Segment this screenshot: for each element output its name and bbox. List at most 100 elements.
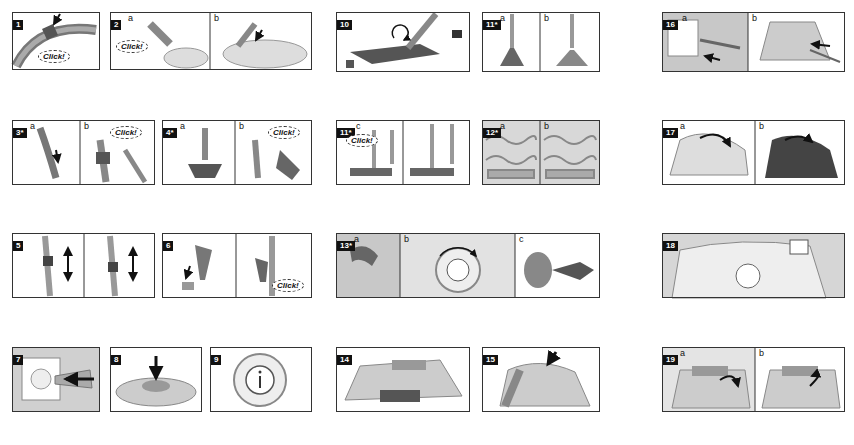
illustration-part (255, 140, 258, 178)
click-callout: Click! (268, 126, 300, 139)
step-number: 11* (483, 20, 501, 30)
divider (80, 12, 755, 412)
illustration-part (223, 40, 307, 68)
step-number: 17 (663, 128, 678, 138)
telescopic-tube-drawing (43, 236, 133, 296)
click-callout: Click! (346, 134, 378, 147)
illustration-part (80, 120, 81, 185)
illustration-part (380, 390, 420, 402)
illustration-part (142, 380, 170, 392)
step-number: 6 (163, 241, 173, 251)
sub-step-letter: a (354, 234, 359, 244)
illustration-part (400, 233, 515, 298)
illustration-part (755, 120, 756, 185)
illustration-part (556, 50, 588, 66)
illustration-part (408, 14, 436, 48)
illustration-part (540, 120, 541, 185)
illustration-part (255, 258, 268, 282)
figure-panel: 10 (336, 12, 470, 72)
sub-step-letter: c (356, 121, 361, 131)
step-number: 2 (111, 20, 121, 30)
illustration-part (350, 168, 392, 176)
figure-panel: 19 (662, 347, 845, 412)
click-callout: Click! (116, 40, 148, 53)
illustration-part (700, 134, 730, 146)
illustration-part (256, 30, 262, 40)
figure-panel: 12* (482, 120, 600, 185)
illustration-part (22, 358, 60, 400)
illustration-part (670, 134, 748, 175)
illustration-part (238, 24, 255, 46)
illustration-part (66, 378, 94, 381)
step-number: 18 (663, 241, 678, 251)
illustration-part (259, 376, 261, 388)
illustration-part (188, 164, 222, 178)
illustration-part (210, 12, 211, 70)
illustration-part (755, 347, 756, 412)
switch-drawing (116, 356, 196, 406)
step-number: 3* (13, 128, 27, 138)
illustration-part (132, 248, 134, 280)
illustration-part (350, 44, 440, 64)
illustration-part (482, 120, 600, 185)
illustration-part (43, 256, 53, 266)
click-callout: Click! (110, 126, 142, 139)
vacuum-body-drawing (345, 360, 462, 402)
illustration-part (96, 152, 110, 164)
illustration-part (150, 24, 170, 44)
illustration-part (700, 40, 740, 48)
accessory-drawing (182, 236, 272, 296)
illustration-part (450, 124, 454, 164)
step-number: 16 (663, 20, 678, 30)
illustration-part (54, 14, 60, 24)
illustration-part (410, 168, 454, 176)
illustration-part (259, 371, 262, 374)
illustration-part (276, 150, 300, 180)
figure-panel: 17 (662, 120, 845, 185)
sub-step-letter: b (752, 13, 757, 23)
brush-strip-drawing (486, 136, 596, 178)
sub-step-letter: b (239, 121, 244, 131)
illustration-part (67, 248, 69, 280)
illustration-part (116, 378, 196, 406)
sub-step-letter: b (214, 13, 219, 23)
sub-step-letter: a (680, 121, 685, 131)
sub-step-letter: c (519, 234, 524, 244)
illustration-part (570, 14, 574, 48)
illustration-part (125, 150, 145, 182)
illustration-part (84, 233, 85, 298)
sub-step-letter: b (759, 121, 764, 131)
figure-panel: 5 (12, 233, 155, 298)
vacuum-drawing (150, 24, 307, 68)
illustration-part (56, 150, 58, 162)
figure-panel: 15 (482, 347, 600, 412)
illustration-part (392, 25, 408, 40)
illustration-part (108, 262, 118, 272)
illustration-part (390, 130, 394, 164)
illustration-part (155, 356, 158, 378)
sub-step-letter: b (544, 121, 549, 131)
power-dial-drawing (350, 246, 594, 292)
panel-ground (12, 12, 845, 412)
sub-step-letter: a (500, 13, 505, 23)
illustration-part (548, 352, 556, 364)
step-number: 12* (483, 128, 501, 138)
illustration-part (546, 170, 594, 178)
illustration-part (452, 30, 462, 38)
floor-nozzle-drawing (350, 124, 454, 176)
step-number: 14 (337, 355, 352, 365)
illustration-part (195, 245, 212, 280)
illustration-part (447, 259, 469, 281)
step-number: 19 (663, 355, 678, 365)
illustration-part (486, 156, 536, 164)
illustration-part (234, 354, 286, 406)
illustration-part (692, 366, 728, 376)
illustration-part (236, 233, 237, 298)
illustration-part (552, 262, 594, 280)
illustration-part (430, 124, 434, 168)
plug-drawing (22, 358, 94, 400)
sub-step-letter: a (128, 13, 133, 23)
illustration-part (810, 374, 819, 386)
illustration-part (336, 233, 400, 298)
illustration-part (12, 347, 100, 412)
